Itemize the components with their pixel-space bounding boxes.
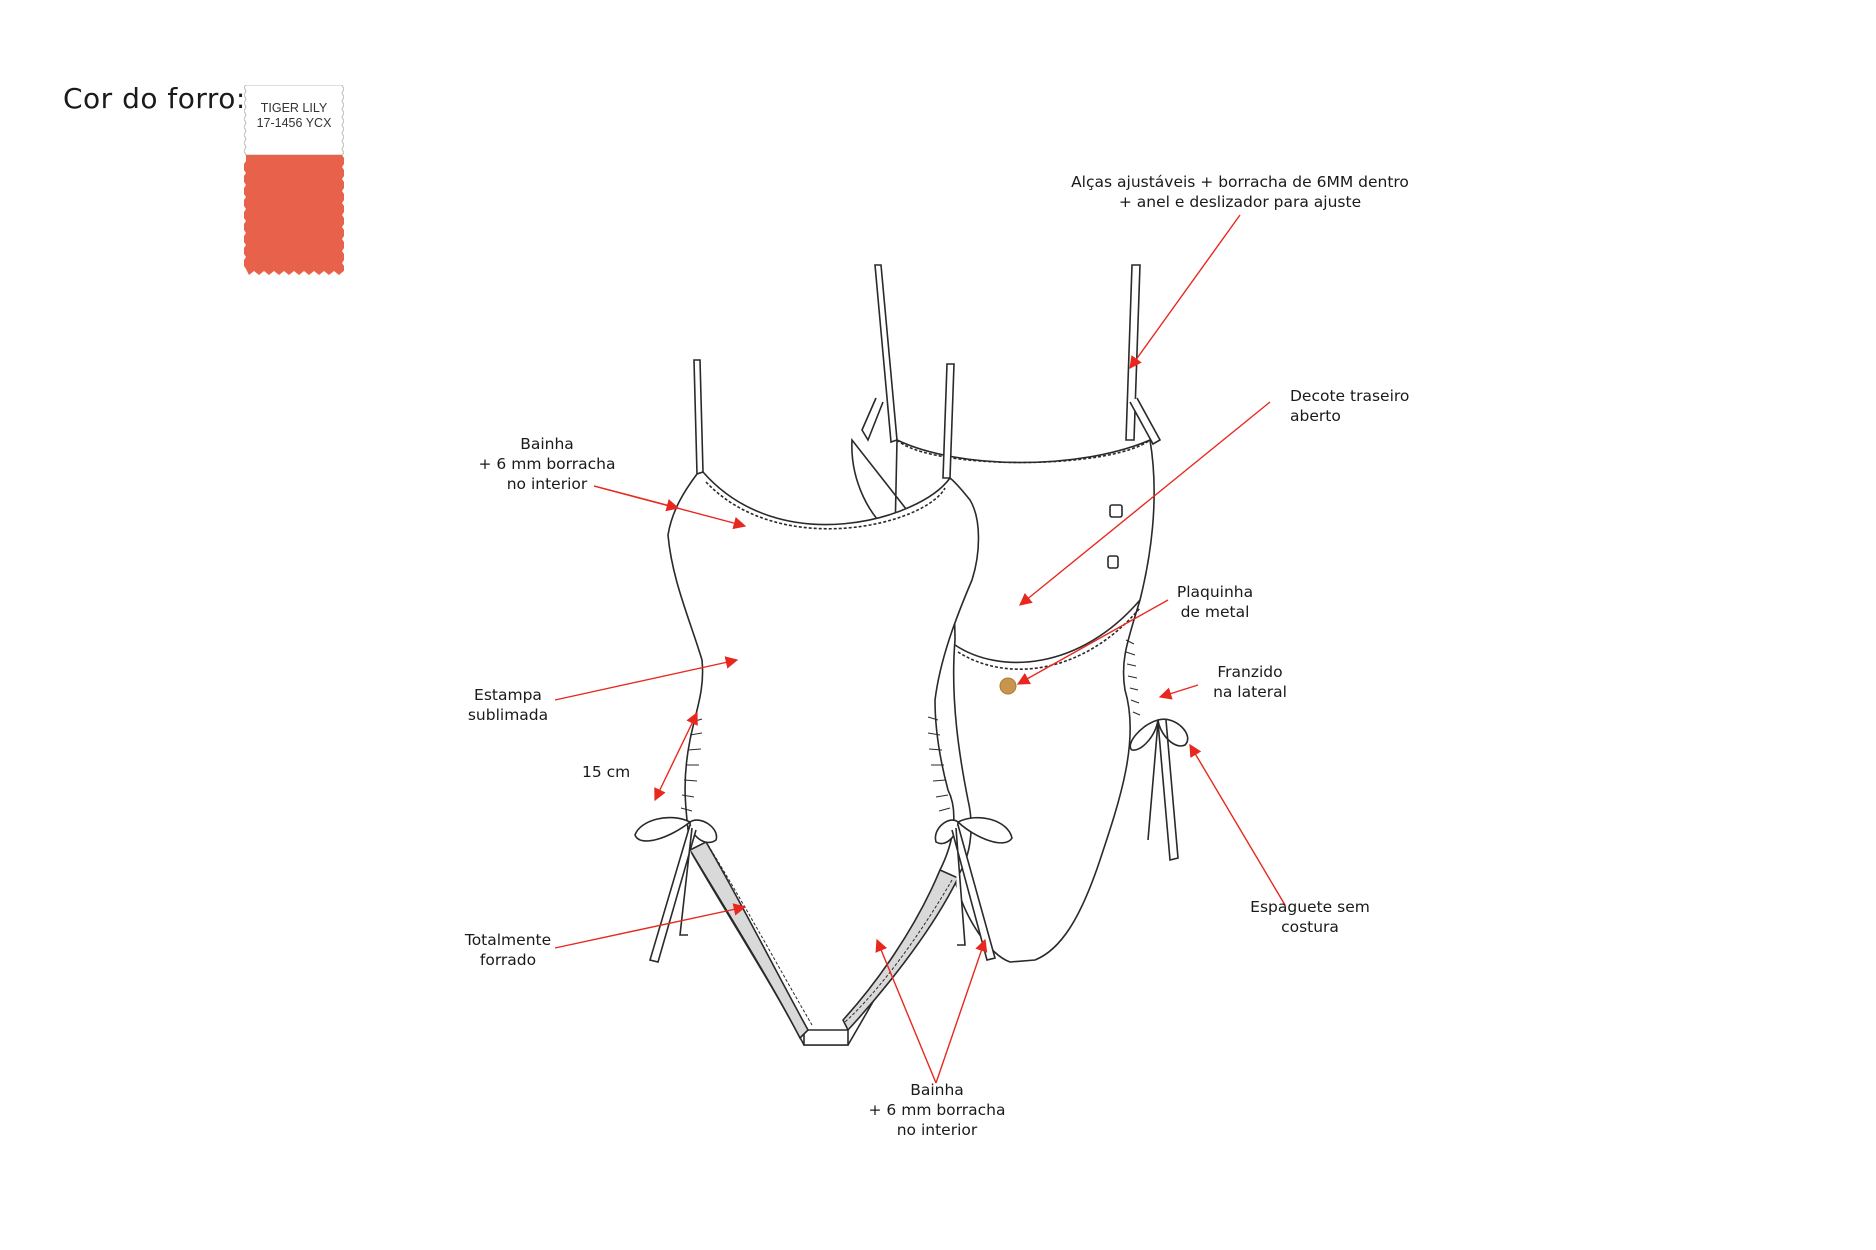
callout-straps-line2: + anel e deslizador para ajuste	[1118, 193, 1362, 211]
back-neckline	[896, 439, 1151, 464]
swatch-name: TIGER LILY	[260, 101, 328, 115]
front-right-tie-ends	[951, 824, 996, 961]
callout-back-neckline-line1: Decote traseiro	[1290, 387, 1410, 405]
callout-hem-bottom-line3: no interior	[896, 1121, 978, 1139]
front-view-swimsuit	[634, 359, 1013, 1046]
arrow-side-ruching	[1158, 684, 1199, 700]
callout-hem-bottom-line2: + 6 mm borracha	[868, 1101, 1006, 1119]
callout-lined: Totalmente forrado	[458, 930, 558, 970]
arrow-metal-plate	[1016, 599, 1169, 685]
lining-color-label: Cor do forro:	[63, 82, 246, 115]
back-view-swimsuit	[851, 264, 1189, 963]
front-left-bow	[634, 816, 718, 844]
back-strap-upper-left	[861, 397, 884, 442]
callout-side-ruching-line2: na lateral	[1213, 683, 1287, 701]
callout-spaghetti: Espaguete sem costura	[1245, 897, 1375, 937]
callout-lined-line1: Totalmente	[464, 931, 552, 949]
callout-print-line2: sublimada	[467, 706, 549, 724]
front-leg-stitch-left	[707, 844, 813, 1026]
front-neckline-stitch	[705, 481, 946, 530]
front-right-ruching	[927, 716, 951, 812]
front-crotch	[803, 1029, 849, 1046]
callout-hem-top: Bainha + 6 mm borracha no interior	[472, 434, 622, 494]
callout-straps-line1: Alças ajustáveis + borracha de 6MM dentr…	[1071, 173, 1409, 191]
front-right-leg-lining	[842, 868, 960, 1032]
front-leg-stitch-right	[844, 879, 953, 1023]
front-left-tie-ends	[648, 824, 697, 963]
callout-hem-bottom-line1: Bainha	[910, 1081, 964, 1099]
lining-color-swatch: TIGER LILY 17-1456 YCX	[242, 84, 346, 275]
arrow-hem-bottom-1	[875, 938, 937, 1084]
front-left-leg-lining	[688, 840, 809, 1040]
swatch-color-fill	[242, 155, 346, 275]
callout-hem-top-line1: Bainha	[520, 435, 574, 453]
callout-measure: 15 cm	[582, 763, 631, 781]
callout-side-ruching: Franzido na lateral	[1195, 662, 1305, 702]
arrow-back-neckline	[1019, 401, 1271, 606]
callout-print-line1: Estampa	[474, 686, 542, 704]
arrow-straps	[1129, 214, 1241, 370]
swatch-code: 17-1456 YCX	[256, 116, 332, 130]
callout-print: Estampa sublimada	[458, 685, 558, 725]
front-left-strap	[693, 359, 704, 476]
front-body-outline	[667, 471, 980, 1046]
back-ruching	[1125, 639, 1141, 716]
arrow-lined	[554, 903, 747, 949]
callout-hem-top-line3: no interior	[506, 475, 588, 493]
callout-hem-top-line2: + 6 mm borracha	[478, 455, 616, 473]
back-tie-ends	[1147, 719, 1179, 862]
callout-spaghetti-line1: Espaguete sem	[1250, 898, 1370, 916]
callout-metal-plate: Plaquinha de metal	[1160, 582, 1270, 622]
callout-lined-line2: forrado	[479, 951, 537, 969]
back-right-strap	[1125, 264, 1141, 441]
arrow-measure	[654, 711, 698, 802]
annotation-arrows	[554, 214, 1286, 1084]
back-strap-upper-right	[1129, 397, 1162, 446]
metal-plate	[999, 677, 1017, 695]
callout-side-ruching-line1: Franzido	[1217, 663, 1283, 681]
arrow-spaghetti	[1189, 743, 1286, 906]
swatch-chip	[242, 84, 346, 275]
callout-hem-bottom: Bainha + 6 mm borracha no interior	[862, 1080, 1012, 1140]
back-body-outline	[851, 437, 1155, 963]
arrow-print	[554, 656, 739, 701]
back-low-scoop	[954, 599, 1141, 664]
callout-back-neckline: Decote traseiro aberto	[1290, 386, 1420, 426]
callout-spaghetti-line2: costura	[1281, 918, 1339, 936]
back-bow	[1129, 718, 1189, 751]
callout-metal-plate-line2: de metal	[1180, 603, 1250, 621]
back-low-scoop-stitch	[957, 607, 1141, 670]
strap-ring	[1107, 555, 1119, 569]
callout-back-neckline-line2: aberto	[1290, 407, 1341, 425]
strap-slider	[1109, 504, 1123, 518]
callout-straps: Alças ajustáveis + borracha de 6MM dentr…	[1070, 172, 1410, 212]
callout-metal-plate-line1: Plaquinha	[1176, 583, 1254, 601]
arrow-hem-top-2	[593, 485, 747, 530]
arrow-hem-bottom-2	[935, 938, 988, 1084]
